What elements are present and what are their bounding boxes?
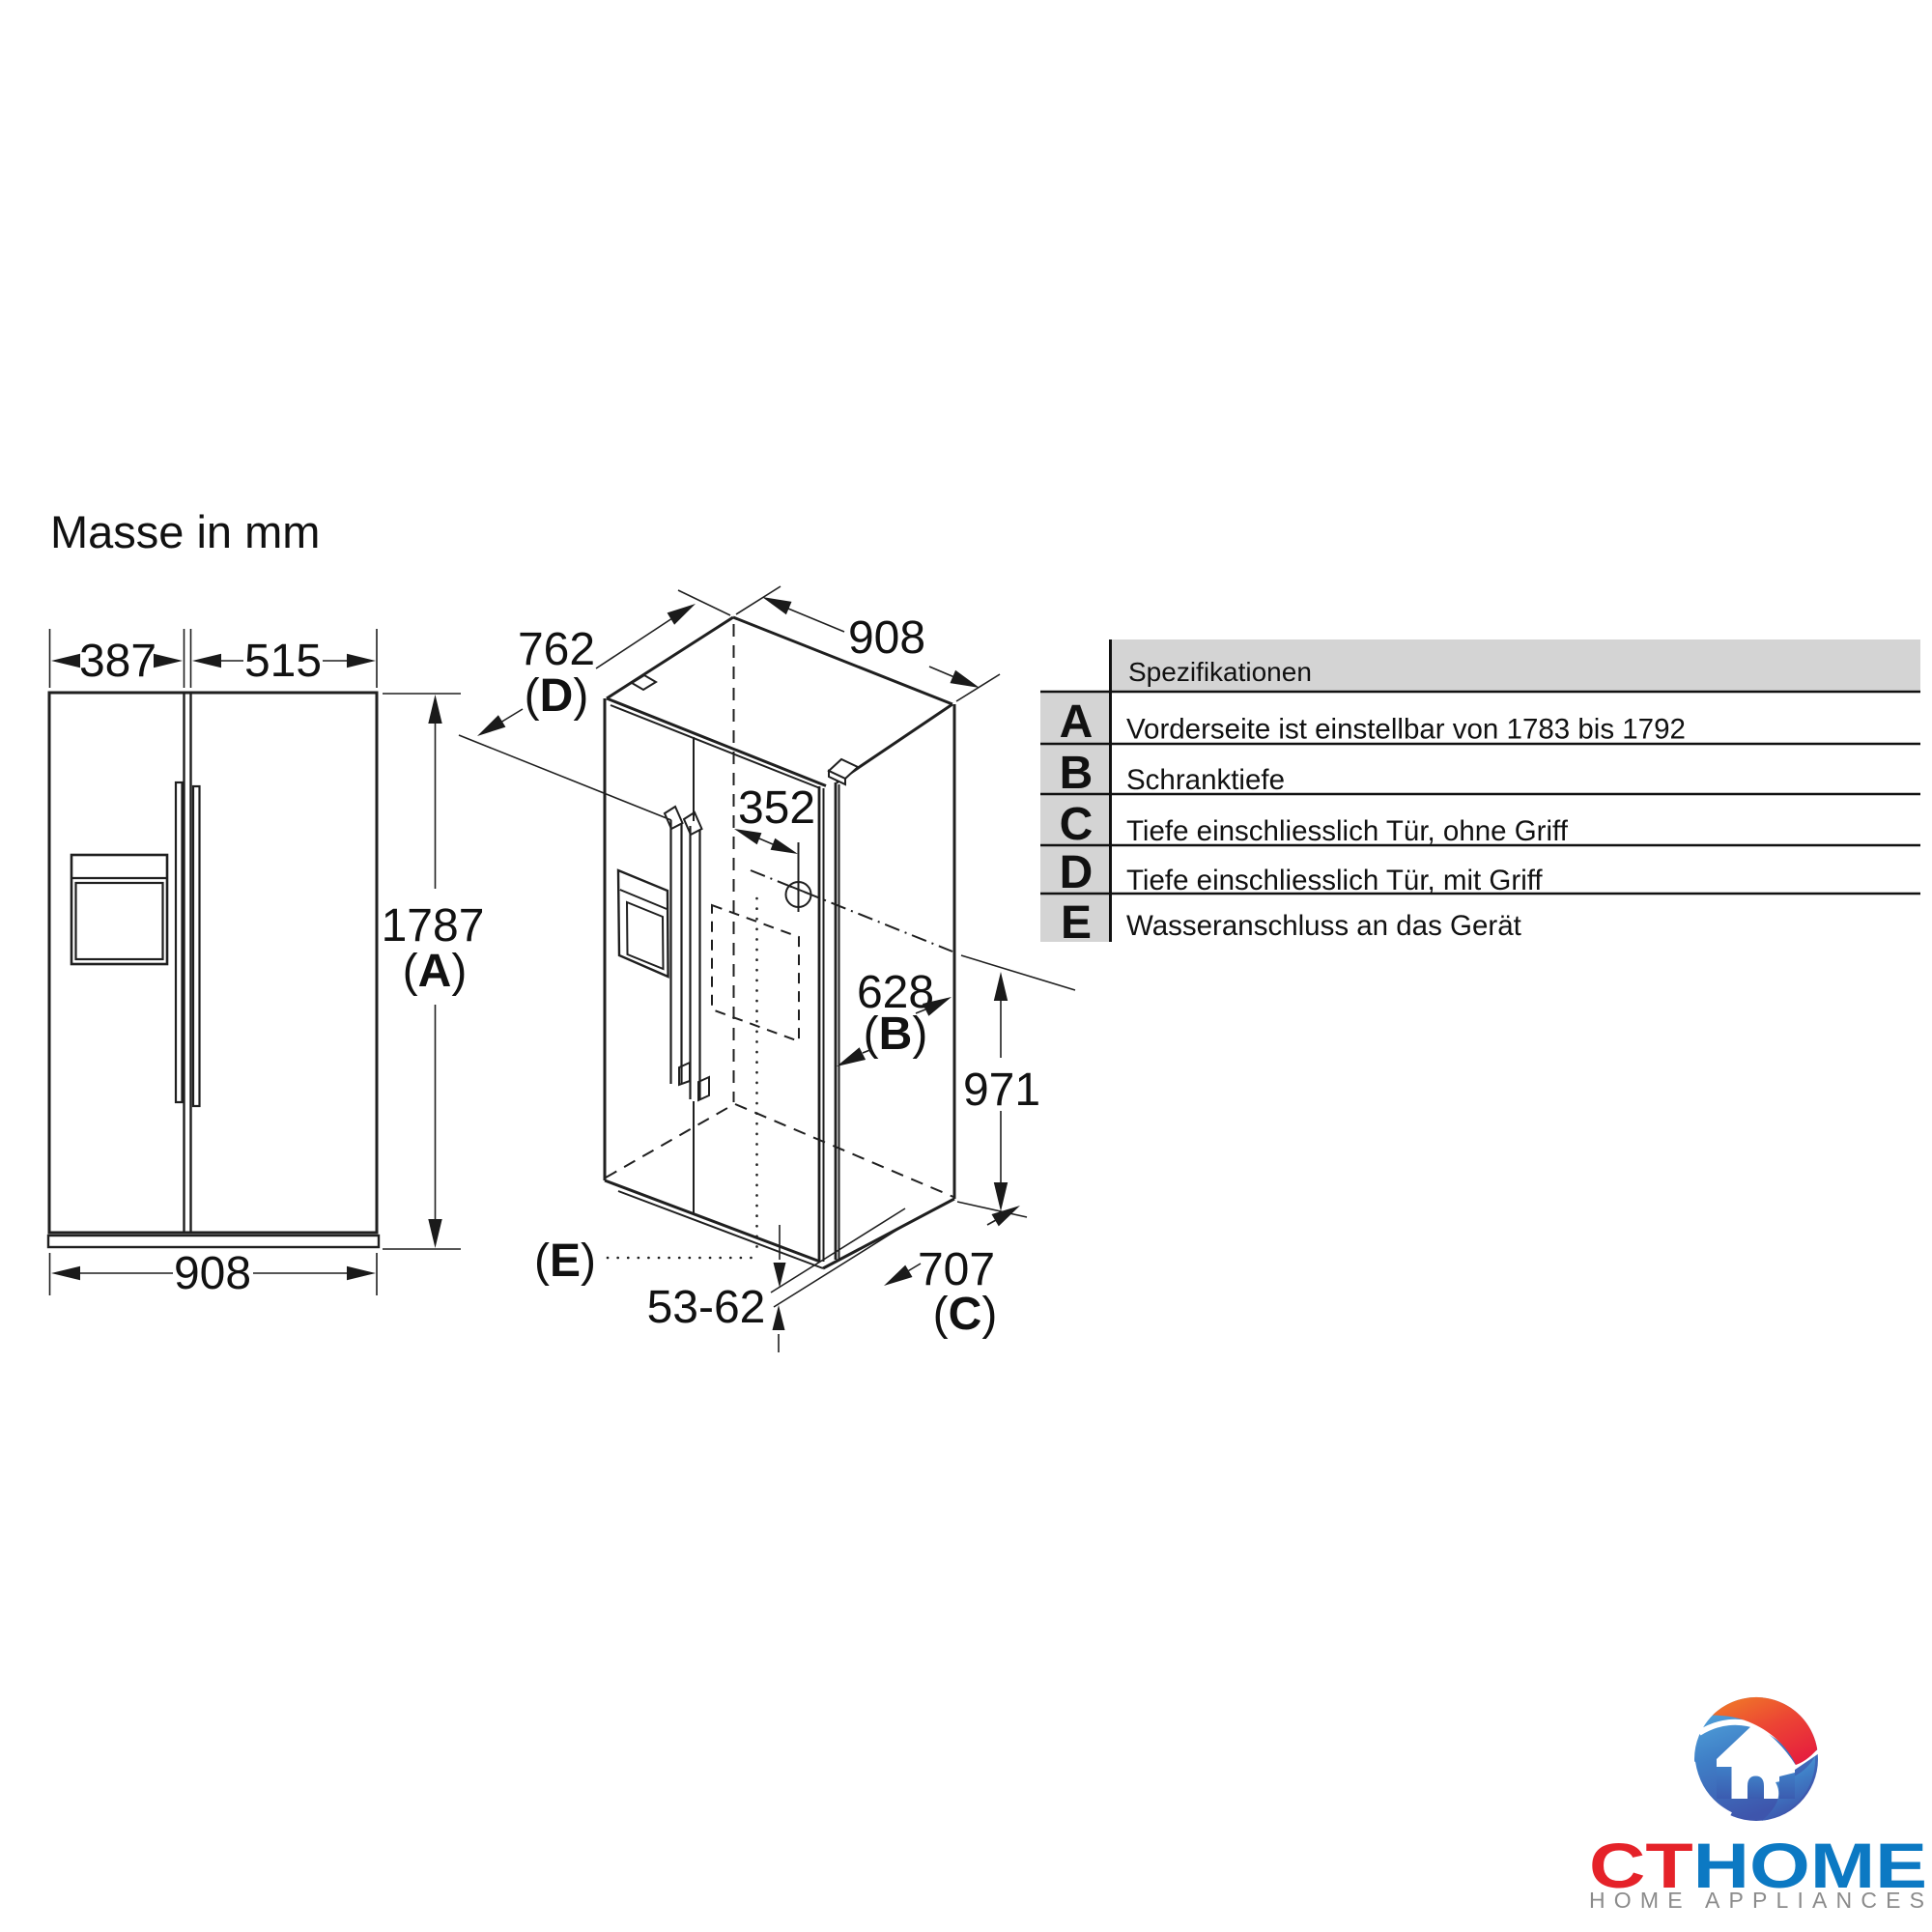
- svg-text:A: A: [1060, 696, 1094, 748]
- svg-text:628: 628: [857, 967, 934, 1018]
- svg-text:53-62: 53-62: [647, 1282, 766, 1333]
- svg-text:Vorderseite ist einstellbar vo: Vorderseite ist einstellbar von 1783 bis…: [1126, 714, 1686, 746]
- svg-text:C: C: [1060, 799, 1094, 850]
- svg-text:CTHOME: CTHOME: [1589, 1830, 1927, 1901]
- svg-text:515: 515: [244, 636, 322, 687]
- svg-text:E: E: [1061, 897, 1092, 949]
- svg-text:387: 387: [79, 636, 156, 687]
- svg-text:Masse in mm: Masse in mm: [50, 506, 320, 557]
- svg-text:HOME APPLIANCES: HOME APPLIANCES: [1589, 1888, 1924, 1913]
- svg-text:Tiefe einschliesslich Tür, mit: Tiefe einschliesslich Tür, mit Griff: [1126, 865, 1543, 896]
- svg-text:(E): (E): [534, 1236, 596, 1287]
- svg-text:Wasseranschluss an das Gerät: Wasseranschluss an das Gerät: [1126, 910, 1521, 942]
- svg-text:908: 908: [848, 612, 925, 664]
- svg-text:762: 762: [518, 624, 595, 675]
- svg-text:B: B: [1060, 748, 1094, 799]
- svg-text:908: 908: [174, 1248, 251, 1299]
- svg-text:1787: 1787: [382, 900, 485, 952]
- svg-text:(A): (A): [403, 946, 468, 997]
- svg-text:352: 352: [738, 782, 815, 834]
- svg-text:Spezifikationen: Spezifikationen: [1128, 657, 1312, 687]
- svg-text:(D): (D): [525, 670, 589, 722]
- svg-text:Schranktiefe: Schranktiefe: [1126, 764, 1285, 796]
- svg-text:D: D: [1060, 847, 1094, 898]
- svg-text:(B): (B): [864, 1009, 928, 1060]
- svg-text:(C): (C): [933, 1289, 998, 1340]
- svg-text:707: 707: [918, 1244, 995, 1295]
- svg-text:971: 971: [963, 1065, 1040, 1116]
- svg-text:Tiefe einschliesslich Tür, ohn: Tiefe einschliesslich Tür, ohne Griff: [1126, 815, 1569, 847]
